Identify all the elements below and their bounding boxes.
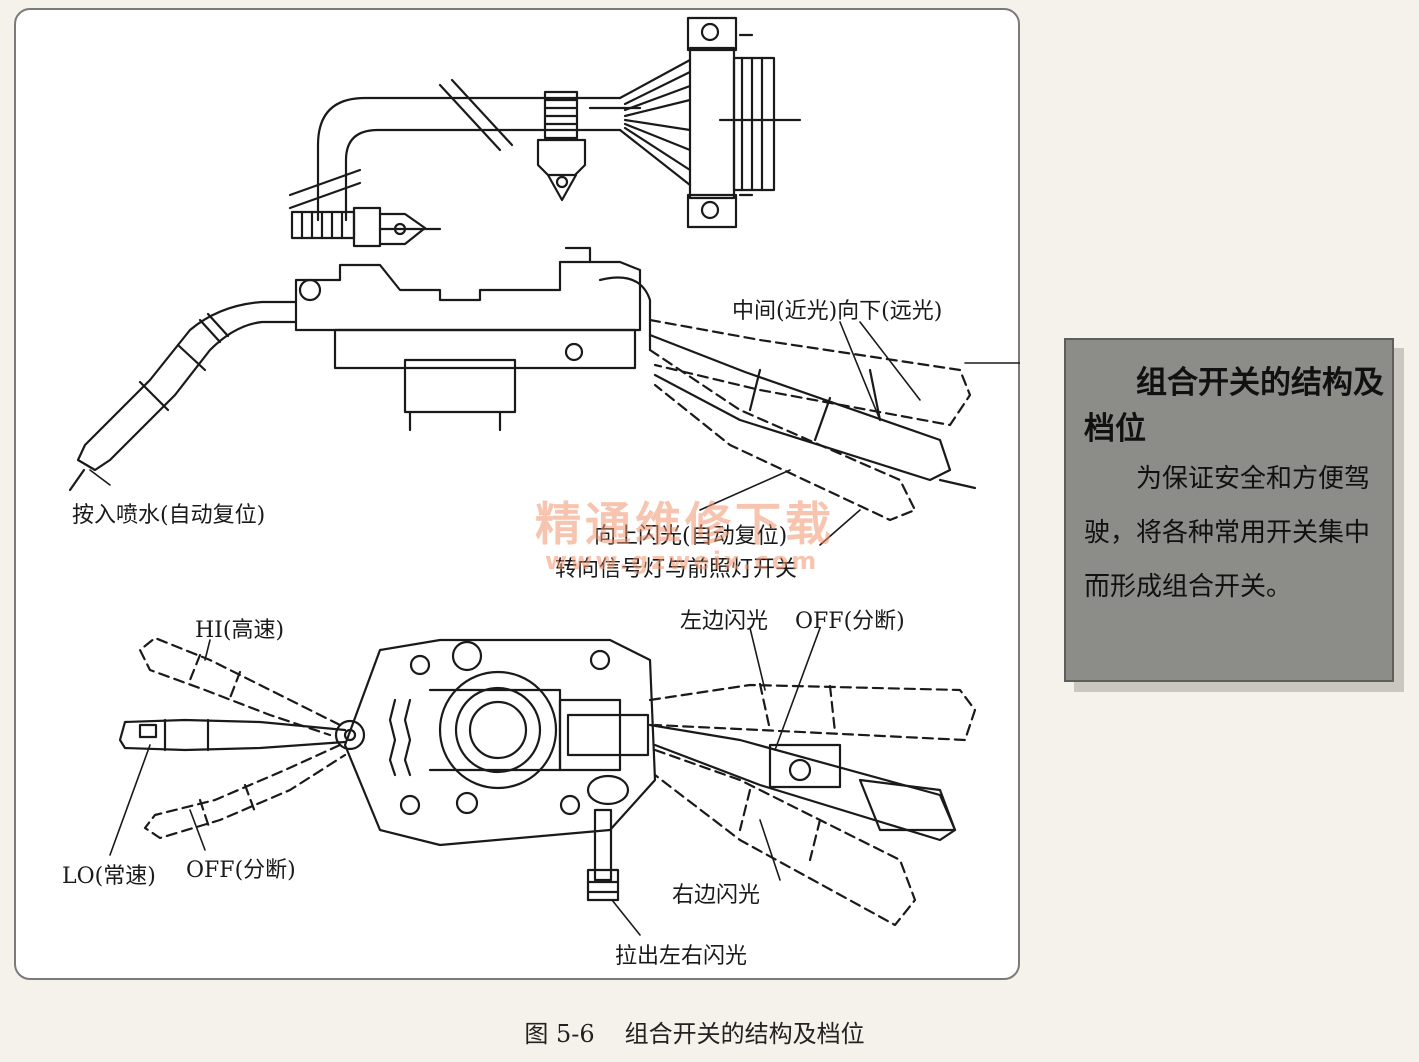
switch-body-side-view bbox=[294, 246, 652, 432]
label-off-right: OFF(分断) bbox=[795, 609, 905, 634]
figure-caption: 图 5-6 组合开关的结构及档位 bbox=[0, 1014, 1419, 1049]
label-left-flash: 左边闪光 bbox=[680, 609, 769, 634]
watermark-cn: 精通维修下载 bbox=[535, 497, 835, 551]
label-beam: 中间(近光)向下(远光) bbox=[732, 299, 943, 324]
washer-lever bbox=[68, 300, 298, 492]
wiring-connector bbox=[686, 16, 802, 229]
turn-lever-left-flash bbox=[648, 682, 977, 742]
note-body: 为保证安全和方便驾驶，将各种常用开关集中而形成组合开关。 bbox=[1084, 464, 1371, 602]
switch-body-front-view bbox=[334, 638, 657, 847]
turn-lever-right-flash bbox=[653, 748, 917, 927]
label-lo: LO(常速) bbox=[62, 864, 156, 889]
wiper-lever-off bbox=[143, 743, 347, 840]
upper-harness bbox=[288, 58, 692, 222]
leader-lines bbox=[89, 321, 1020, 936]
label-washer: 按入喷水(自动复位) bbox=[72, 503, 266, 528]
label-pull-flash: 拉出左右闪光 bbox=[615, 944, 748, 969]
wiper-lever-lo bbox=[118, 718, 347, 752]
label-turn-signal-switch: 转向信号灯与前照灯开关 bbox=[555, 557, 798, 582]
pull-flash-stalk bbox=[586, 808, 620, 902]
label-right-flash: 右边闪光 bbox=[672, 883, 761, 908]
label-flash-up: 向上闪光(自动复位) bbox=[594, 524, 788, 549]
note-box: 组合开关的结构及档位 为保证安全和方便驾驶，将各种常用开关集中而形成组合开关。 bbox=[1064, 338, 1394, 682]
note-title: 组合开关的结构及档位 bbox=[1084, 365, 1384, 447]
watermark-url: www.gzweix.com bbox=[545, 547, 820, 575]
combination-switch-diagram bbox=[68, 16, 1020, 936]
wiper-lever-hi bbox=[138, 636, 342, 737]
figure-title: 组合开关的结构及档位 bbox=[624, 1020, 865, 1048]
label-off-left: OFF(分断) bbox=[186, 858, 296, 883]
turn-lever-off bbox=[648, 723, 957, 842]
figure-number: 图 5-6 bbox=[524, 1020, 595, 1048]
label-hi: HI(高速) bbox=[195, 618, 285, 643]
headlamp-lever-positions bbox=[648, 318, 977, 522]
upper-bracket bbox=[290, 206, 442, 248]
diagram-frame bbox=[14, 8, 1020, 980]
